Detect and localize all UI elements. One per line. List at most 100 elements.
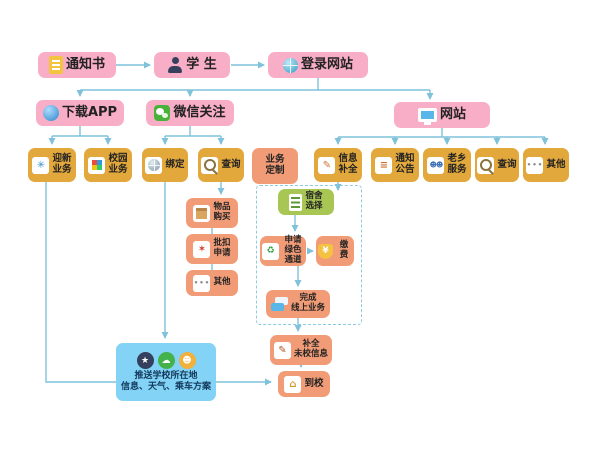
node-welcome-service: ✳ 迎新 业务 (28, 148, 76, 182)
icon-glyph: ✶ (197, 243, 207, 255)
wechat-icon (154, 105, 171, 121)
icon-glyph: ☻☻ (429, 161, 444, 169)
node-label: 通知书 (65, 56, 105, 72)
icon-glyph: ☻ (182, 355, 192, 366)
app-icon (42, 105, 59, 121)
node-label: 申请 绿色通道 (284, 235, 302, 265)
node-label: 迎新 业务 (52, 153, 72, 175)
node-label: 其他 (546, 158, 566, 170)
dots-icon: ••• (193, 274, 211, 292)
node-label: 校园 业务 (108, 153, 128, 175)
cabinet-icon (289, 193, 303, 211)
school-icon: ⌂ (284, 375, 302, 393)
node-label: 完成 线上业务 (290, 293, 325, 313)
node-other-web: ••• 其他 (523, 148, 569, 182)
node-notice-letter: 通知书 (38, 52, 116, 78)
node-label: 老乡 服务 (447, 153, 467, 175)
list-icon: ≡ (375, 156, 393, 174)
node-label: 信息 补全 (338, 153, 358, 175)
star-icon: ★ (136, 352, 154, 370)
stamp-icon: ✶ (193, 240, 211, 258)
node-hometown-service: ☻☻ 老乡 服务 (423, 148, 471, 182)
package-icon (193, 204, 211, 222)
icon-glyph: ♻ (266, 246, 275, 256)
node-label: 批扣 申请 (213, 238, 231, 258)
icon-glyph (203, 159, 216, 171)
node-pay: ¥ 缴费 (316, 236, 354, 266)
node-arrive-at-school: ⌂ 到校 (278, 371, 330, 397)
search-icon (477, 156, 495, 174)
node-bind: 绑定 (142, 148, 188, 182)
moneybag-icon: ¥ (318, 243, 333, 259)
monitor-icon (417, 108, 437, 125)
node-label: 物品 购买 (213, 202, 231, 222)
node-download-app: 下载APP (36, 100, 124, 126)
node-dorm-selection: 宿舍 选择 (278, 189, 334, 215)
node-label: 下载APP (61, 104, 118, 120)
node-label: 查询 (497, 158, 517, 170)
push-icons: ★ ☁ ☻ (136, 352, 196, 370)
node-label: 推送学校所在地 信息、天气、乘车方案 (120, 371, 211, 392)
document-icon (48, 56, 63, 74)
dots-icon: ••• (526, 156, 544, 174)
cards-icon (270, 297, 288, 311)
node-other-custom: ••• 其他 (186, 270, 238, 296)
search-icon (201, 156, 219, 174)
people-icon: ☻☻ (427, 156, 445, 174)
recycle-icon: ♻ (262, 242, 279, 260)
icon-glyph (147, 159, 160, 171)
student-icon (167, 57, 183, 73)
node-website: 网站 (394, 102, 490, 128)
node-campus-service: 校园 业务 (84, 148, 132, 182)
node-label: 微信关注 (173, 104, 226, 120)
node-label: 缴费 (339, 240, 349, 260)
bind-globe-icon (145, 156, 163, 174)
node-wechat-follow: 微信关注 (146, 100, 234, 126)
node-label: 补全 未校信息 (293, 339, 328, 359)
node-label: 业务 定制 (265, 154, 285, 176)
icon-glyph: ¥ (322, 246, 329, 256)
node-label: 宿舍 选择 (305, 191, 323, 211)
icon-glyph: ✎ (322, 159, 332, 171)
icon-glyph: ≡ (379, 159, 389, 171)
node-label: 其他 (213, 277, 231, 288)
pen-icon: ✎ (273, 341, 291, 359)
welcome-star-icon: ✳ (32, 156, 50, 174)
node-label: 到校 (304, 377, 324, 389)
icon-glyph: ★ (140, 355, 150, 366)
cloud-icon: ☁ (157, 352, 175, 370)
online-business-group (256, 185, 362, 325)
node-label: 登录网站 (300, 56, 353, 72)
globe-icon (282, 57, 298, 73)
node-label: 查询 (221, 158, 241, 170)
icon-glyph: ☁ (161, 355, 171, 366)
node-batch-deduction: ✶ 批扣 申请 (186, 234, 238, 264)
node-business-custom: 业务 定制 (252, 148, 298, 184)
node-green-channel: ♻ 申请 绿色通道 (260, 235, 306, 266)
node-label: 绑定 (165, 158, 185, 170)
icon-glyph: ✎ (278, 344, 287, 356)
icon-glyph: ✳ (36, 159, 46, 171)
node-complete-info: ✎ 补全 未校信息 (270, 335, 332, 365)
icon-glyph (479, 159, 492, 171)
node-label: 通知 公告 (395, 153, 415, 175)
node-login-website: 登录网站 (268, 52, 368, 78)
node-student: 学 生 (154, 52, 230, 78)
node-finish-online: 完成 线上业务 (266, 290, 330, 318)
node-label: 网站 (439, 106, 466, 122)
node-label: 学 生 (186, 56, 217, 72)
icon-glyph (196, 207, 208, 219)
campus-grid-icon (88, 156, 106, 174)
icon-glyph: ••• (526, 161, 544, 169)
node-item-purchase: 物品 购买 (186, 198, 238, 228)
icon-glyph: ⌂ (289, 378, 297, 390)
node-query-web: 查询 (475, 148, 519, 182)
icon-glyph (91, 160, 102, 170)
node-push-info: ★ ☁ ☻ 推送学校所在地 信息、天气、乘车方案 (116, 343, 216, 401)
icon-glyph: ••• (193, 279, 211, 287)
person-icon: ☻ (178, 352, 196, 370)
node-query-wechat: 查询 (198, 148, 244, 182)
node-info-complete: ✎ 信息 补全 (314, 148, 362, 182)
